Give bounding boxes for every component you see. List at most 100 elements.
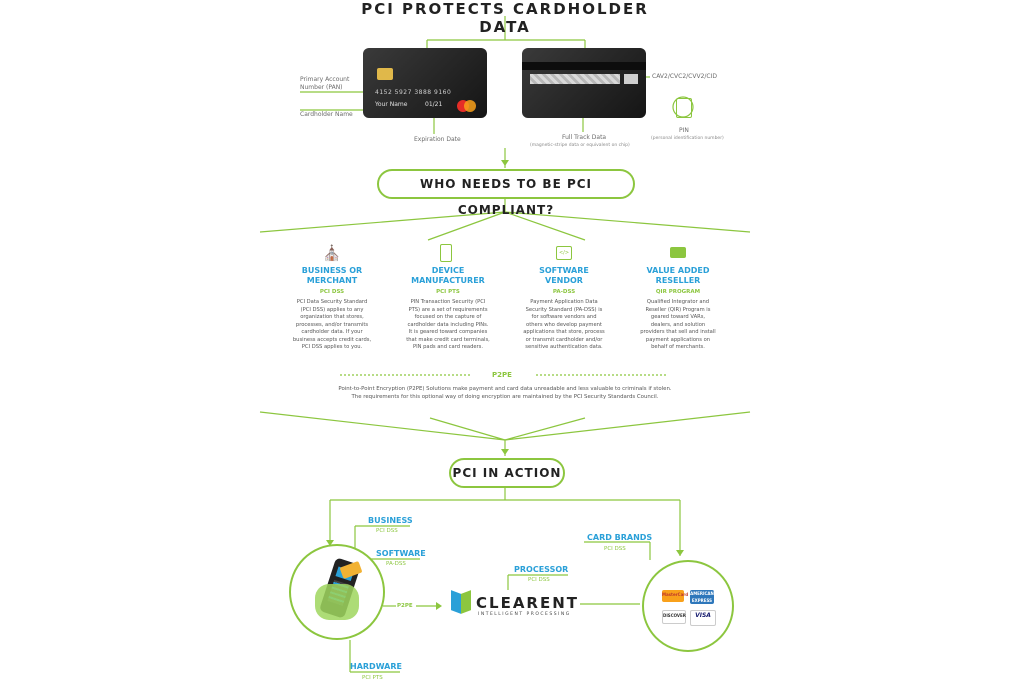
mastercard-icon: MasterCard	[662, 590, 688, 602]
category-title-line2: MERCHANT	[306, 276, 358, 285]
full-track-sublabel: (magnetic-stripe data or equivalent on c…	[530, 143, 630, 148]
hardware-circle	[289, 544, 385, 640]
category-title: BUSINESS OR MERCHANT	[280, 266, 384, 286]
discover-icon: DISCOVER	[662, 610, 686, 624]
category-title-line1: BUSINESS OR	[301, 266, 363, 275]
logo-shape-left	[451, 590, 461, 614]
category-standard: PCI DSS	[319, 289, 345, 295]
category-title: DEVICE MANUFACTURER	[396, 266, 500, 286]
desc-line: others who develop payment	[526, 321, 602, 328]
category-title-line2: VENDOR	[545, 276, 583, 285]
desc-line: PIN pads and card readers.	[412, 344, 484, 350]
desc-line: organization that stores,	[300, 314, 364, 320]
category-description: Payment Application Data Security Standa…	[514, 299, 614, 352]
desc-line: cardholder data. If your	[301, 329, 363, 335]
role-hardware: HARDWARE	[350, 662, 402, 671]
clearent-name: CLEARENT	[476, 594, 580, 612]
chip-icon	[377, 68, 393, 80]
category-title-line2: MANUFACTURER	[411, 276, 485, 285]
desc-line: applications that store, process	[523, 329, 605, 335]
credit-card-front: 4152 5927 3888 9160 Your Name 01/21	[363, 48, 487, 118]
desc-line: Qualified Integrator and	[646, 299, 710, 305]
desc-line: or transmit cardholder and/or	[525, 336, 603, 343]
role-card-brands: CARD BRANDS	[587, 533, 653, 542]
cvv-label: CAV2/CVC2/CVV2/CID	[652, 73, 717, 80]
pan-label: Primary Account Number (PAN)	[300, 76, 350, 91]
desc-line: geared toward VARs,	[650, 314, 706, 320]
expiration-label: Expiration Date	[414, 136, 461, 143]
role-processor-standard: PCI DSS	[528, 577, 550, 583]
visa-icon: VISA	[690, 610, 716, 626]
desc-line: dealers, and solution	[650, 321, 706, 328]
desc-line: sensitive authentication data.	[525, 344, 603, 350]
card-name: Your Name	[375, 101, 408, 108]
desc-line: PIN Transaction Security (PCI	[410, 299, 486, 305]
full-track-label: Full Track Data	[562, 134, 607, 141]
desc-line: cardholder data including PINs.	[407, 321, 489, 328]
category-standard: QIR PROGRAM	[655, 289, 701, 295]
category-standard: PCI PTS	[436, 289, 460, 295]
category-title-line1: SOFTWARE	[539, 266, 589, 275]
category-description: PCI Data Security Standard (PCI DSS) app…	[282, 299, 382, 352]
desc-line: Payment Application Data	[530, 299, 598, 305]
p2pe-line: Point-to-Point Encryption (P2PE) Solutio…	[338, 386, 672, 392]
cvv-box	[624, 74, 638, 84]
category-title-line1: VALUE ADDED	[646, 266, 710, 275]
amex-icon: AMERICAN EXPRESS	[690, 590, 714, 604]
desc-line: PCI DSS applies to you.	[301, 344, 363, 350]
p2pe-line: The requirements for this optional way o…	[351, 394, 659, 400]
desc-line: Security Standard (PA-DSS) is	[525, 306, 603, 313]
cardholder-name-label: Cardholder Name	[300, 111, 353, 118]
category-title-line1: DEVICE	[431, 266, 465, 275]
desc-line: processes, and/or transmits	[295, 321, 369, 328]
role-business-standard: PCI DSS	[376, 528, 398, 534]
page-title: PCI PROTECTS CARDHOLDER DATA	[361, 0, 649, 36]
desc-line: providers that sell and install	[640, 329, 716, 335]
clearent-tagline: INTELLIGENT PROCESSING	[478, 612, 571, 617]
storefront-icon: ⛪	[322, 244, 342, 262]
clearent-logo-icon	[451, 590, 471, 614]
magnetic-stripe	[522, 62, 646, 70]
p2pe-description: Point-to-Point Encryption (P2PE) Solutio…	[262, 385, 748, 401]
pin-label: PIN	[679, 127, 689, 134]
desc-line: Reseller (QIR) Program is	[645, 306, 711, 313]
p2pe-arrow-label: P2PE	[397, 603, 413, 609]
desc-line: for software vendors and	[531, 314, 597, 320]
desc-line: behalf of merchants.	[651, 344, 705, 350]
category-description: Qualified Integrator and Reseller (QIR) …	[628, 299, 728, 352]
who-heading: WHO NEEDS TO BE PCI COMPLIANT?	[377, 169, 635, 217]
desc-line: that make credit card terminals,	[406, 336, 490, 343]
role-software-standard: PA-DSS	[386, 561, 406, 567]
card-expiry: 01/21	[425, 101, 443, 108]
role-business: BUSINESS	[368, 516, 413, 525]
p2pe-label: P2PE	[492, 371, 512, 379]
signature-panel	[530, 74, 620, 84]
hand-icon	[315, 584, 359, 620]
role-software: SOFTWARE	[376, 549, 426, 558]
credit-card-back	[522, 48, 646, 118]
desc-line: (PCI DSS) applies to any	[300, 306, 364, 313]
card-brands-circle: MasterCard AMERICAN EXPRESS DISCOVER VIS…	[642, 560, 734, 652]
category-standard: PA-DSS	[552, 289, 576, 295]
desc-line: It is geared toward companies	[408, 329, 488, 335]
desc-line: business accepts credit cards,	[292, 336, 372, 343]
category-title: VALUE ADDED RESELLER	[626, 266, 730, 286]
desc-line: PTS) are a set of requirements	[408, 306, 488, 313]
role-processor: PROCESSOR	[514, 565, 569, 574]
pci-in-action-heading: PCI IN ACTION	[449, 458, 565, 488]
logo-shape-right	[461, 590, 471, 614]
mastercard-logo-overlap	[464, 100, 476, 112]
code-icon: </>	[556, 246, 572, 260]
desc-line: PCI Data Security Standard	[296, 299, 368, 305]
role-card-brands-standard: PCI DSS	[604, 546, 626, 552]
toolbox-icon	[670, 247, 686, 258]
terminal-icon	[440, 244, 452, 262]
pin-pad-icon	[676, 98, 692, 118]
desc-line: payment applications on	[645, 336, 711, 343]
category-title-line2: RESELLER	[655, 276, 701, 285]
category-description: PIN Transaction Security (PCI PTS) are a…	[396, 299, 500, 352]
category-title: SOFTWARE VENDOR	[512, 266, 616, 286]
card-number: 4152 5927 3888 9160	[375, 89, 452, 96]
role-hardware-standard: PCI PTS	[362, 675, 383, 681]
